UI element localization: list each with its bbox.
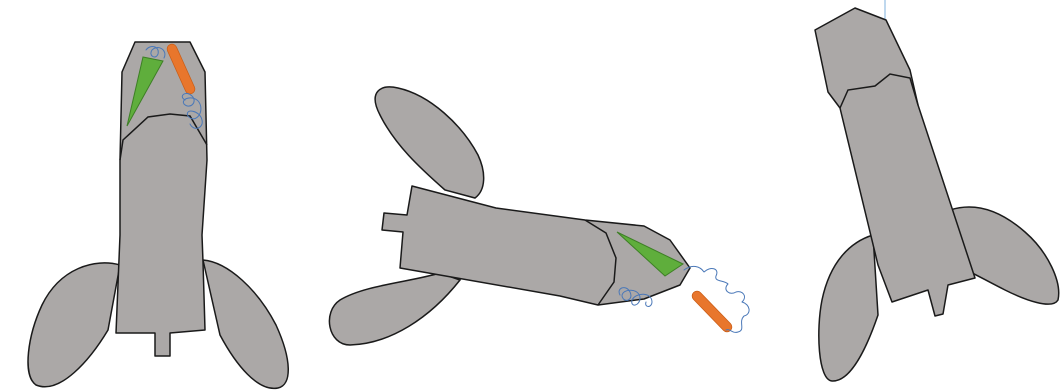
figure-2-bar-marker — [697, 296, 727, 327]
figure-1-fin-left — [28, 263, 120, 387]
figure-2-rocket[interactable] — [329, 87, 749, 345]
figure-3-rocket[interactable] — [815, 0, 1059, 381]
figure-2-fin-upper — [375, 87, 483, 198]
figure-1-rocket[interactable] — [28, 42, 288, 388]
figure-2-fin-lower — [329, 273, 460, 345]
figure-1-fin-right — [203, 260, 288, 388]
figure-3-fin-left — [819, 235, 878, 381]
